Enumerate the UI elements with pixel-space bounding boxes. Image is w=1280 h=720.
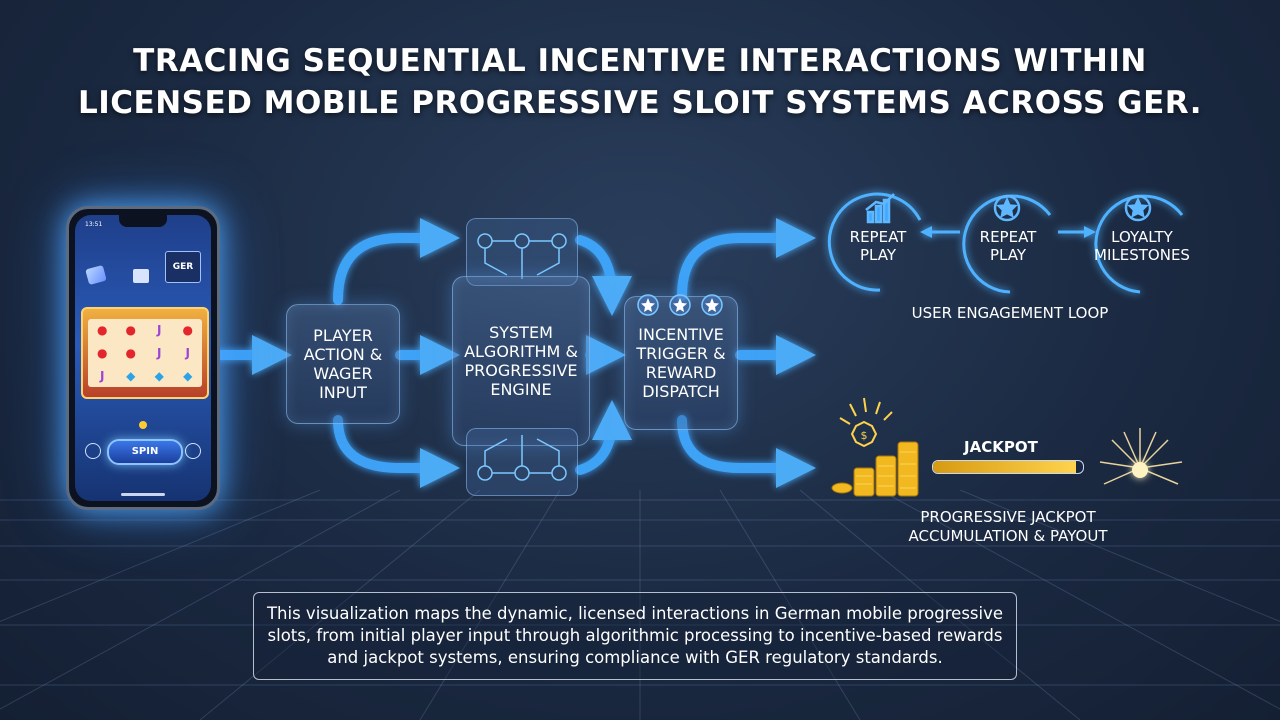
jackpot-progress-bar	[932, 460, 1084, 474]
diamond-symbol: ◆	[154, 368, 164, 383]
loop-item-repeat-play-1: REPEAT PLAY	[849, 228, 907, 264]
engine-top-subnode	[466, 218, 578, 286]
jackpot-section-label: PROGRESSIVE JACKPOT ACCUMULATION & PAYOU…	[908, 508, 1108, 545]
badge-icon	[133, 269, 149, 283]
growth-chart-icon	[865, 193, 895, 224]
incentive-trigger-node: INCENTIVE TRIGGER & REWARD DISPATCH	[624, 296, 738, 430]
arrow-incentive-to-jackpot	[677, 415, 816, 488]
tomato-symbol: ●	[125, 323, 136, 338]
description-box: This visualization maps the dynamic, lic…	[253, 592, 1017, 680]
system-engine-label: SYSTEM ALGORITHM & PROGRESSIVE ENGINE	[464, 323, 578, 399]
home-indicator	[121, 493, 165, 496]
slot-reels: ● ● J ● ● ● J J J ◆ ◆ ◆	[81, 307, 209, 399]
arrow-engine-to-incentive-bottom	[575, 400, 632, 475]
grid-floor	[0, 490, 1280, 720]
diagram-title: TRACING SEQUENTIAL INCENTIVE INTERACTION…	[0, 40, 1280, 124]
letter-j-symbol: J	[100, 368, 105, 383]
player-action-label: PLAYER ACTION & WAGER INPUT	[303, 326, 383, 402]
spin-button[interactable]: SPIN	[107, 439, 183, 465]
loop-item-repeat-play-2: REPEAT PLAY	[979, 228, 1037, 264]
gem-icon	[85, 264, 107, 286]
arrow-player-to-engine-bottom	[333, 415, 460, 488]
title-line-1: TRACING SEQUENTIAL INCENTIVE INTERACTION…	[133, 43, 1147, 79]
tomato-symbol: ●	[182, 323, 193, 338]
arrow-engine-to-incentive-top	[575, 235, 632, 316]
description-text: This visualization maps the dynamic, lic…	[266, 604, 1004, 667]
coin-icon	[139, 421, 147, 429]
system-engine-node: SYSTEM ALGORITHM & PROGRESSIVE ENGINE	[452, 276, 590, 446]
circuit-icon-bottom	[477, 435, 567, 481]
coin-stacks-icon: $	[831, 397, 919, 497]
letter-j-symbol: J	[185, 345, 190, 360]
fireworks-icon	[1099, 428, 1183, 485]
circuit-icon-top	[477, 233, 567, 279]
diamond-symbol: ◆	[183, 368, 193, 383]
jackpot-label: JACKPOT	[964, 438, 1038, 456]
arrow-incentive-to-loop	[677, 218, 816, 301]
loop-item-loyalty-milestones: LOYALTY MILESTONES	[1094, 228, 1190, 264]
diamond-symbol: ◆	[126, 368, 136, 383]
tomato-symbol: ●	[97, 345, 108, 360]
star-icons-row	[637, 294, 723, 316]
phone-notch	[119, 215, 167, 227]
star-badge-icon-2	[1124, 194, 1152, 222]
letter-j-symbol: J	[157, 323, 162, 338]
phone-status-time: 13:51	[85, 221, 103, 228]
tomato-symbol: ●	[125, 345, 136, 360]
player-action-node: PLAYER ACTION & WAGER INPUT	[286, 304, 400, 424]
loop-circle-1	[827, 192, 922, 292]
mobile-phone: 13:51 GER ● ● J ● ● ● J J J ◆ ◆ ◆ SPIN	[66, 206, 220, 510]
ger-badge: GER	[165, 251, 201, 283]
shield-icon[interactable]	[85, 443, 101, 459]
engine-bottom-subnode	[466, 428, 578, 496]
arrow-player-to-engine-top	[333, 218, 460, 305]
menu-icon[interactable]	[185, 443, 201, 459]
star-badge-icon-1	[993, 194, 1021, 222]
letter-j-symbol: J	[157, 345, 162, 360]
loop-circle-3	[1094, 194, 1184, 294]
fireworks-center-glow	[1132, 462, 1148, 478]
loop-circle-2	[962, 194, 1052, 294]
svg-text:$: $	[861, 429, 868, 442]
incentive-trigger-label: INCENTIVE TRIGGER & REWARD DISPATCH	[636, 325, 726, 401]
jackpot-progress-fill	[933, 461, 1076, 473]
engagement-loop-label: USER ENGAGEMENT LOOP	[911, 304, 1109, 322]
tomato-symbol: ●	[97, 323, 108, 338]
phone-screen: 13:51 GER ● ● J ● ● ● J J J ◆ ◆ ◆ SPIN	[75, 215, 211, 501]
title-line-2: LICENSED MOBILE PROGRESSIVE SLOIT SYSTEM…	[77, 85, 1203, 121]
